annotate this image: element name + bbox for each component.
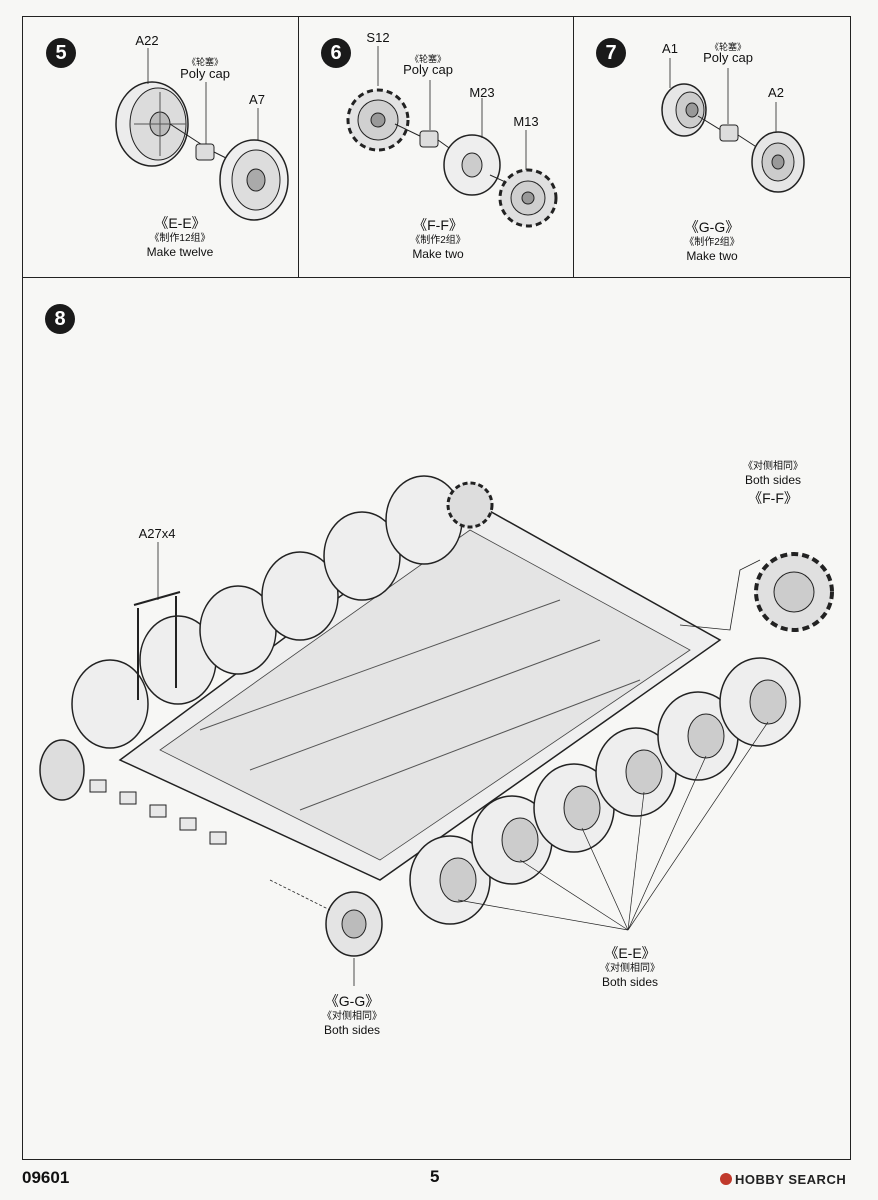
step-8-number: 8 (45, 304, 75, 334)
callout-title: 《E-E》 (604, 945, 656, 961)
caption-title: 《E-E》 (154, 215, 206, 231)
caption-title: 《G-G》 (684, 219, 740, 235)
gg-callout: 《G-G》 《对侧相同》 Both sides (322, 992, 382, 1039)
step-6-caption: 《F-F》 《制作2组》 Make two (410, 216, 466, 263)
poly-cap-label: Poly cap (703, 50, 753, 65)
part-m13-label: M13 (513, 114, 539, 129)
part-a7-label: A7 (249, 92, 265, 107)
step-5-caption: 《E-E》 《制作12组》 Make twelve (147, 214, 214, 261)
ee-callout: 《E-E》 《对侧相同》 Both sides (600, 944, 660, 991)
part-s12-label: S12 (366, 30, 390, 45)
part-a2-label: A2 (768, 85, 784, 100)
brand-text: HOBBY SEARCH (735, 1172, 847, 1187)
step-7-number: 7 (596, 38, 626, 68)
step-5-number: 5 (46, 38, 76, 68)
caption-main: Make two (686, 249, 738, 264)
caption-title: 《F-F》 (413, 217, 463, 233)
part-a27-label: A27x4 (138, 526, 176, 541)
caption-main: Make twelve (146, 245, 214, 260)
brand-logo-icon (720, 1173, 732, 1185)
kit-code: 09601 (22, 1168, 70, 1187)
callout-title: 《G-G》 (324, 993, 380, 1009)
step-7-caption: 《G-G》 《制作2组》 Make two (684, 218, 740, 265)
caption-sub: 《制作12组》 (149, 233, 211, 245)
poly-cap-cn-label: 《轮塞》 (409, 54, 447, 64)
poly-cap-label: Poly cap (180, 66, 230, 81)
caption-sub: 《制作2组》 (684, 237, 740, 249)
step-6-number: 6 (321, 38, 351, 68)
caption-sub: 《制作2组》 (410, 235, 466, 247)
callout-main: Both sides (744, 473, 802, 487)
callout-sub: 《对侧相同》 (743, 461, 803, 472)
poly-cap-cn-label: 《轮塞》 (186, 57, 224, 67)
callout-sub: 《对侧相同》 (322, 1011, 382, 1023)
step-7-panel (573, 16, 851, 278)
caption-main: Make two (412, 247, 464, 262)
poly-cap-cn-label: 《轮塞》 (709, 42, 747, 52)
page-number: 5 (430, 1167, 440, 1186)
part-a22-label: A22 (135, 33, 159, 48)
part-m23-label: M23 (469, 85, 495, 100)
part-a1-label: A1 (662, 41, 678, 56)
brand-watermark: HOBBY SEARCH (720, 1172, 846, 1187)
callout-main: Both sides (601, 975, 659, 990)
ff-callout: 《对侧相同》 Both sides 《F-F》 (743, 460, 803, 507)
callout-main: Both sides (323, 1023, 381, 1038)
poly-cap-label: Poly cap (403, 62, 453, 77)
callout-sub: 《对侧相同》 (600, 963, 660, 975)
callout-title: 《F-F》 (748, 489, 798, 506)
